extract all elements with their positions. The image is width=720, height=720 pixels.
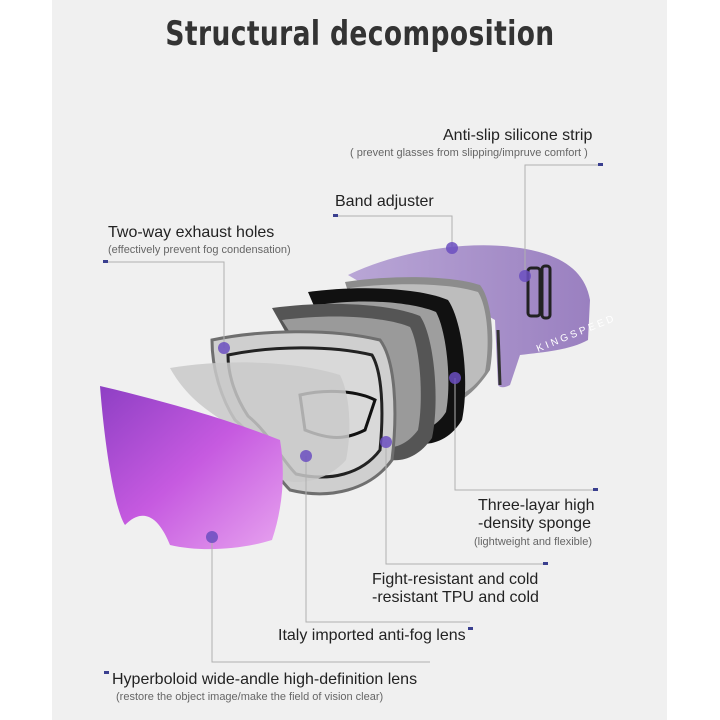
anti-slip-label: Anti-slip silicone strip — [443, 127, 593, 144]
anti-slip-note: ( prevent glasses from slipping/impruve … — [350, 147, 588, 159]
sponge-label-line2: -density sponge — [478, 515, 591, 532]
accent-tick — [598, 163, 603, 166]
exhaust-note: (effectively prevent fog condensation) — [108, 244, 291, 256]
leader-lines — [105, 164, 600, 663]
tpu-label-line1: Fight-resistant and cold — [372, 571, 539, 588]
accent-tick — [103, 260, 108, 263]
tpu-label-line2: -resistant TPU and cold — [372, 589, 539, 606]
sponge-label-line1: Three-layar high — [478, 497, 595, 514]
page-title: Structural decomposition — [165, 14, 555, 54]
accent-tick — [543, 562, 548, 565]
hyperboloid-note: (restore the object image/make the field… — [116, 691, 384, 703]
outer-lens — [100, 386, 283, 550]
accent-tick — [104, 671, 109, 674]
antifog-label: Italy imported anti-fog lens — [278, 627, 466, 644]
exhaust-label: Two-way exhaust holes — [108, 224, 275, 241]
accent-tick — [468, 627, 473, 630]
band-adjuster-label: Band adjuster — [335, 193, 434, 210]
marker-dots — [206, 242, 531, 543]
accent-tick — [333, 214, 338, 217]
sponge-note: (lightweight and flexible) — [474, 536, 593, 548]
accent-tick — [593, 488, 598, 491]
hyperboloid-label: Hyperboloid wide-andle high-definition l… — [112, 671, 418, 688]
